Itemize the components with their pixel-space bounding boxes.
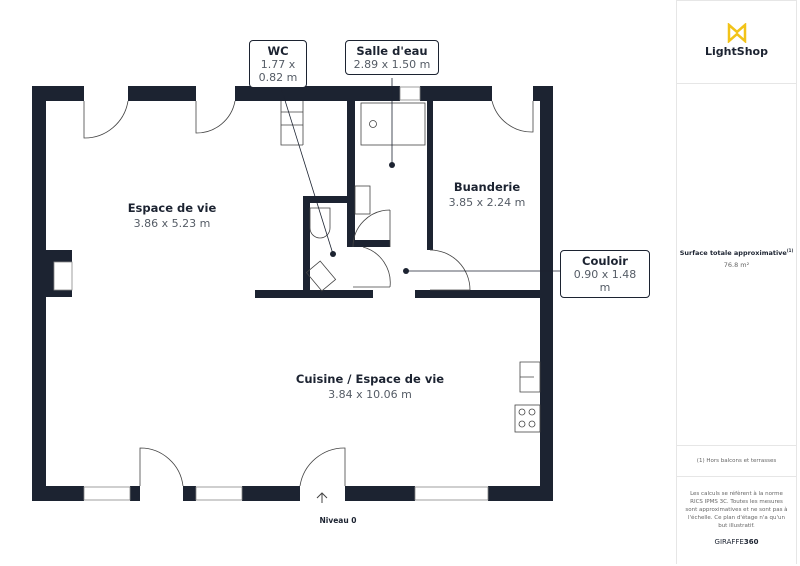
giraffe360-logo: GIRAFFE360 [685, 538, 788, 546]
floor-plan [32, 77, 560, 503]
surface-footnote: (1) [786, 248, 794, 253]
room-name: WC [267, 44, 289, 58]
room-name: Salle d'eau [356, 44, 428, 58]
room-name: Cuisine / Espace de vie [295, 372, 445, 386]
north-arrow-icon [316, 492, 328, 503]
disclaimer-section: Les calculs se réfèrent à la norme RICS … [677, 477, 796, 546]
windows [53, 86, 489, 501]
room-dims: 3.84 x 10.06 m [328, 388, 412, 401]
leader-dots [330, 162, 409, 274]
room-name: Couloir [582, 254, 628, 268]
brand-a: GIRAFFE [714, 538, 744, 546]
callout-wc: WC 1.77 x 0.82 m [249, 40, 307, 88]
lightshop-logo-icon [727, 22, 746, 44]
logo-section: LightShop [677, 0, 796, 84]
walls [32, 86, 553, 501]
surface-label: Surface totale approximative [679, 249, 787, 258]
room-dims: 1.77 x 0.82 m [258, 58, 298, 84]
sidebar: LightShop Surface totale approximative(1… [676, 0, 797, 564]
logo-text: LightShop [705, 45, 768, 58]
callout-salle-deau: Salle d'eau 2.89 x 1.50 m [345, 40, 439, 75]
room-cuisine: Cuisine / Espace de vie 3.84 x 10.06 m [296, 372, 444, 401]
room-dims: 3.85 x 2.24 m [448, 196, 526, 209]
room-espace-de-vie: Espace de vie 3.86 x 5.23 m [128, 201, 217, 230]
room-name: Espace de vie [127, 201, 217, 215]
room-buanderie: Buanderie 3.85 x 2.24 m [449, 180, 526, 209]
surface-section: Surface totale approximative(1) 76.8 m² [677, 84, 796, 446]
surface-value: 76.8 m² [723, 261, 750, 270]
level-label: Niveau 0 [319, 516, 357, 525]
room-name: Buanderie [453, 180, 521, 194]
room-dims: 2.89 x 1.50 m [353, 58, 431, 71]
doors [83, 100, 541, 487]
leader-lines [277, 77, 560, 272]
room-dims: 3.86 x 5.23 m [133, 217, 211, 230]
room-dims: 0.90 x 1.48 m [573, 268, 637, 294]
note: (1) Hors balcons et terrasses [677, 446, 796, 477]
disclaimer: Les calculs se réfèrent à la norme RICS … [685, 491, 788, 529]
callout-couloir: Couloir 0.90 x 1.48 m [560, 250, 650, 298]
brand-b: 360 [743, 538, 759, 546]
